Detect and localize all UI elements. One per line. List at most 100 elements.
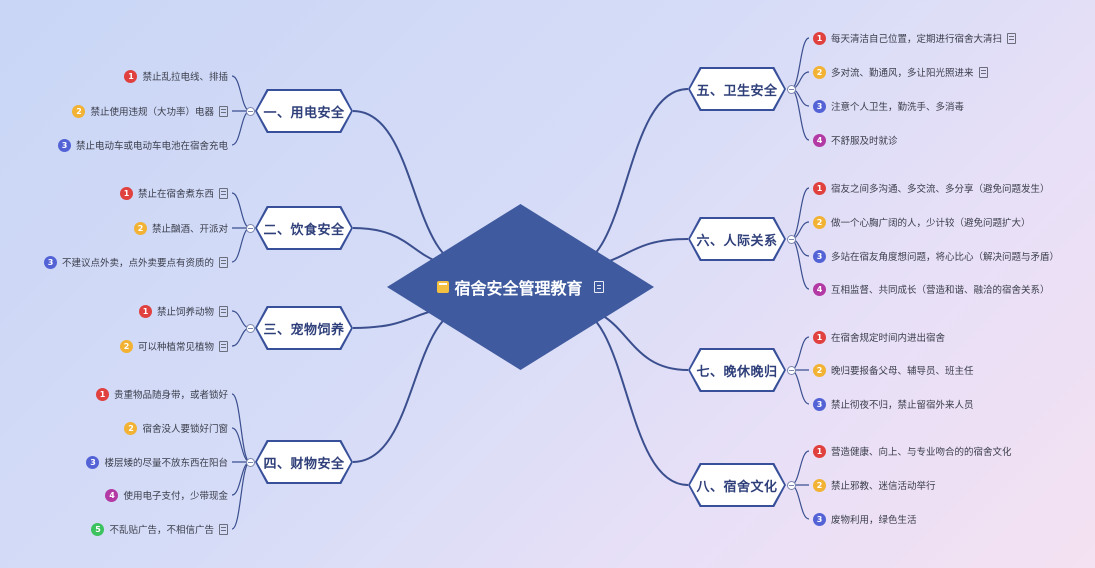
- branch-node[interactable]: 三、宠物饲养: [255, 306, 353, 350]
- collapse-toggle[interactable]: [787, 481, 796, 490]
- note-icon[interactable]: [219, 523, 228, 535]
- leaf-item[interactable]: 2 禁止使用违规（大功率）电器: [72, 103, 228, 119]
- note-icon[interactable]: [978, 66, 988, 78]
- branch-node-inner: 一、用电安全: [257, 91, 351, 131]
- branch-label: 五、卫生安全: [696, 83, 778, 99]
- branch-node-inner: 四、财物安全: [257, 442, 351, 482]
- leaf-item[interactable]: 4 使用电子支付，少带现金: [105, 487, 228, 503]
- leaf-text: 禁止饲养动物: [156, 307, 214, 318]
- collapse-toggle[interactable]: [246, 107, 255, 116]
- number-badge: 1: [813, 330, 826, 344]
- number-badge: 1: [119, 186, 133, 200]
- leaf-text: 禁止使用违规（大功率）电器: [90, 107, 214, 118]
- branch-node[interactable]: 八、宿舍文化: [688, 463, 786, 507]
- leaf-item[interactable]: 1 禁止饲养动物: [138, 303, 228, 319]
- leaf-item[interactable]: 3 不建议点外卖，点外卖要点有资质的: [43, 254, 228, 270]
- leaf-text: 多对流、勤通风，多让阳光照进来: [831, 68, 974, 79]
- number-badge: 3: [813, 249, 826, 263]
- note-icon[interactable]: [219, 105, 228, 117]
- leaf-text: 楼层矮的尽量不放东西在阳台: [104, 458, 228, 469]
- number-badge: 1: [95, 387, 109, 401]
- number-badge: 1: [813, 444, 826, 458]
- note-icon[interactable]: [219, 305, 228, 317]
- branch-node-inner: 五、卫生安全: [690, 69, 784, 109]
- leaf-connector: [790, 484, 810, 520]
- number-badge: 3: [813, 99, 826, 113]
- collapse-toggle[interactable]: [246, 224, 255, 233]
- note-icon[interactable]: [219, 187, 228, 199]
- branch-label: 四、财物安全: [263, 456, 345, 472]
- number-badge: 4: [813, 282, 826, 296]
- leaf-connector: [790, 450, 810, 486]
- number-badge: 5: [91, 522, 105, 536]
- number-badge: 3: [43, 255, 57, 269]
- collapse-toggle[interactable]: [246, 458, 255, 467]
- note-icon[interactable]: [219, 340, 228, 352]
- leaf-text: 废物利用，绿色生活: [831, 515, 917, 526]
- branch-node-inner: 三、宠物饲养: [257, 308, 351, 348]
- branch-node[interactable]: 七、晚休晚归: [688, 348, 786, 392]
- branch-label: 一、用电安全: [263, 105, 345, 121]
- collapse-toggle[interactable]: [787, 85, 796, 94]
- number-badge: 2: [813, 363, 826, 377]
- number-badge: 2: [72, 104, 86, 118]
- branch-label: 七、晚休晚归: [696, 364, 778, 380]
- leaf-connector: [790, 369, 810, 405]
- number-badge: 3: [813, 397, 826, 411]
- leaf-text: 不建议点外卖，点外卖要点有资质的: [61, 258, 214, 269]
- leaf-text: 贵重物品随身带，或者锁好: [113, 390, 228, 401]
- branch-node[interactable]: 二、饮食安全: [255, 206, 353, 250]
- collapse-toggle[interactable]: [787, 235, 796, 244]
- leaf-connector: [231, 393, 251, 463]
- central-topic[interactable]: 宿舍安全管理教育: [387, 204, 654, 370]
- number-badge: 1: [138, 304, 152, 318]
- leaf-connector: [790, 336, 810, 371]
- number-badge: 1: [813, 31, 826, 45]
- leaf-text: 多站在宿友角度想问题，将心比心（解决问题与矛盾）: [831, 252, 1060, 263]
- leaf-item[interactable]: 3 多站在宿友角度想问题，将心比心（解决问题与矛盾）: [813, 248, 1059, 264]
- branch-node[interactable]: 六、人际关系: [688, 217, 786, 261]
- branch-node[interactable]: 一、用电安全: [255, 89, 353, 133]
- leaf-item[interactable]: 3 废物利用，绿色生活: [813, 511, 917, 527]
- leaf-connector: [231, 110, 251, 146]
- number-badge: 4: [105, 488, 119, 502]
- branch-node[interactable]: 五、卫生安全: [688, 67, 786, 111]
- branch-node-inner: 八、宿舍文化: [690, 465, 784, 505]
- leaf-text: 宿友之间多沟通、多交流、多分享（避免问题发生）: [831, 184, 1050, 195]
- note-icon[interactable]: [1007, 32, 1017, 44]
- branch-node[interactable]: 四、财物安全: [255, 440, 353, 484]
- leaf-text: 禁止电动车或电动车电池在宿舍充电: [75, 141, 228, 152]
- number-badge: 3: [813, 512, 826, 526]
- leaf-text: 禁止邪教、迷信活动举行: [831, 481, 936, 492]
- leaf-text: 使用电子支付，少带现金: [123, 491, 228, 502]
- collapse-toggle[interactable]: [246, 324, 255, 333]
- leaf-item[interactable]: 1 贵重物品随身带，或者锁好: [95, 386, 228, 402]
- leaf-connector: [231, 427, 251, 463]
- leaf-item[interactable]: 1 在宿舍规定时间内进出宿舍: [813, 329, 945, 345]
- calendar-icon: [437, 281, 450, 293]
- leaf-text: 在宿舍规定时间内进出宿舍: [831, 333, 946, 344]
- leaf-connector: [231, 75, 251, 112]
- note-icon[interactable]: [219, 256, 228, 268]
- leaf-text: 宿舍没人要锁好门窗: [142, 424, 228, 435]
- collapse-toggle[interactable]: [787, 366, 796, 375]
